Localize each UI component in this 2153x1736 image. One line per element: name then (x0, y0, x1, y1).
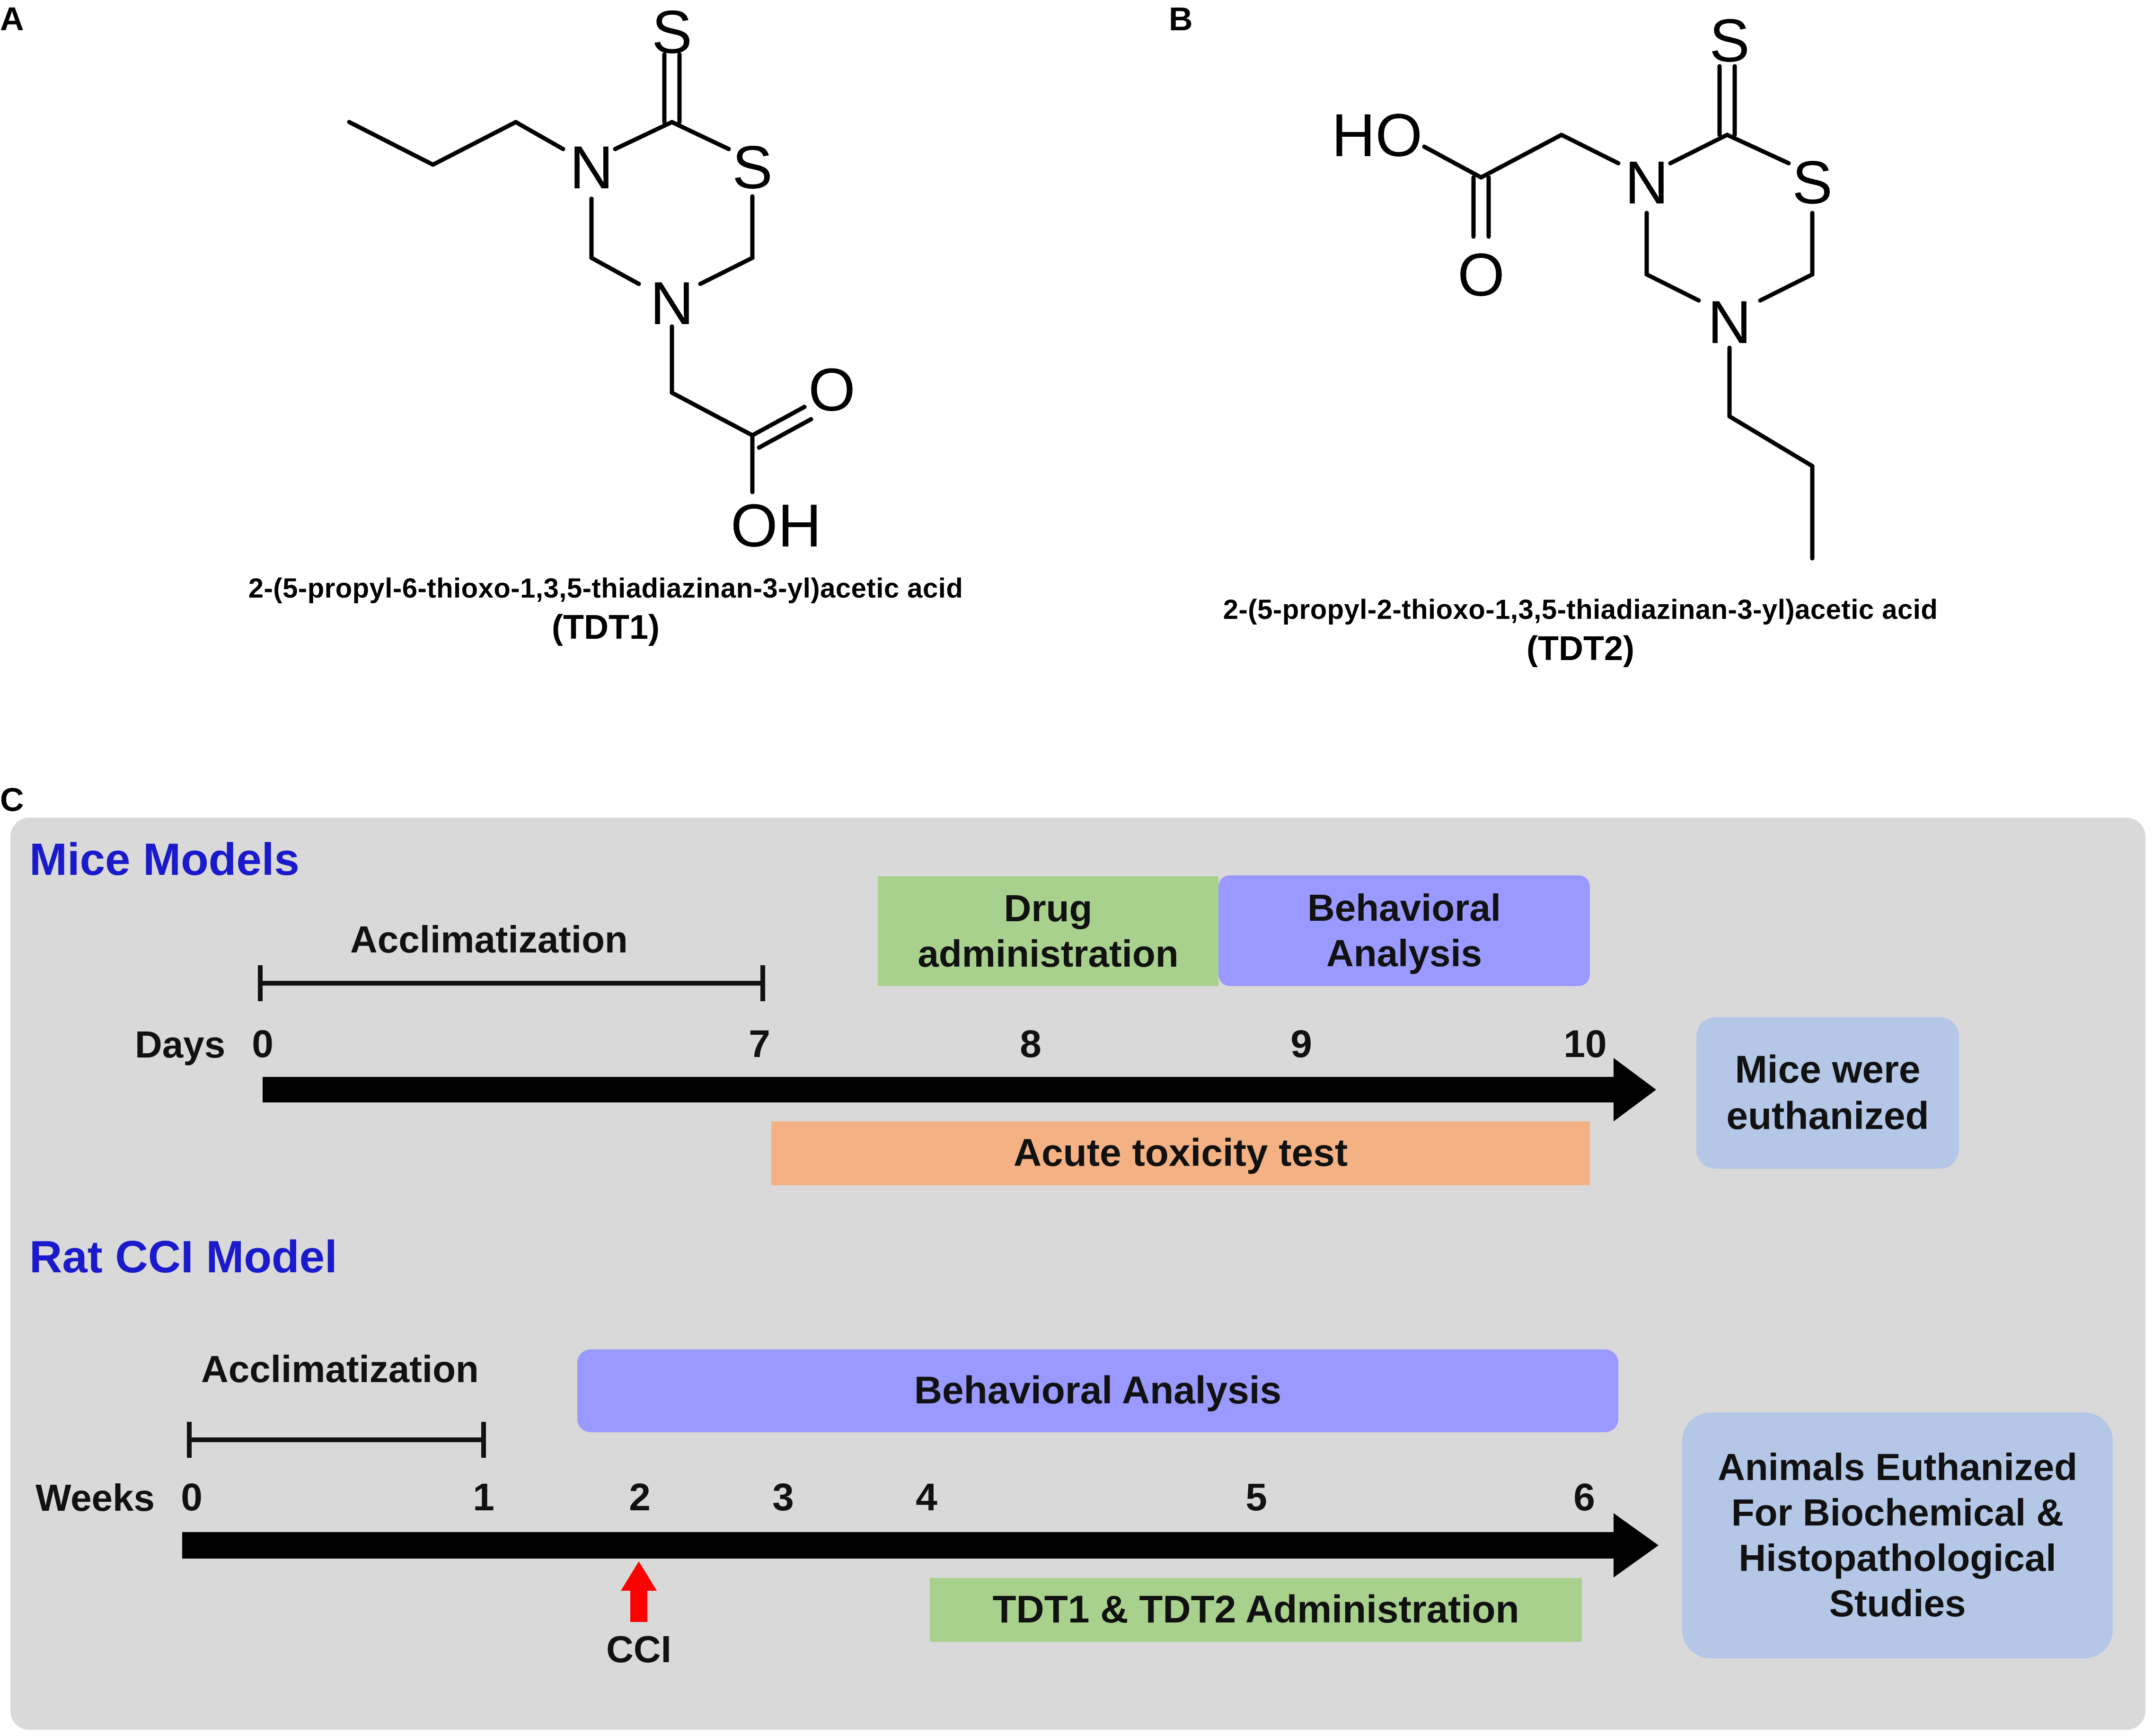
rat-behavioral-analysis-box: Behavioral Analysis (577, 1349, 1618, 1432)
tdt2-thione-s: S (1709, 7, 1749, 75)
rat-weeks-arrow (182, 1513, 1659, 1577)
day-tick: 7 (749, 1022, 770, 1066)
panel-b-letter: B (1169, 0, 1193, 37)
week-tick: 6 (1573, 1476, 1595, 1519)
day-tick: 10 (1563, 1022, 1607, 1066)
tdt1-ring-n2: N (650, 270, 694, 337)
tdt1-caption: 2-(5-propyl-6-thioxo-1,3,5-thiadiazinan-… (208, 573, 1003, 647)
mice-behavioral-analysis-box: Behavioral Analysis (1218, 875, 1590, 986)
tdt1-hydroxyl: OH (731, 492, 821, 558)
panel-a-letter: A (0, 0, 24, 37)
acute-toxicity-test-box: Acute toxicity test (771, 1121, 1590, 1185)
day-tick: 8 (1020, 1022, 1041, 1066)
tdt2-hydroxyl: HO (1332, 102, 1422, 169)
rat-axis-label: Weeks (35, 1477, 155, 1519)
rat-acclimatization-label: Acclimatization (201, 1348, 479, 1390)
day-tick: 9 (1290, 1022, 1312, 1066)
tdt2-carbonyl-o: O (1457, 241, 1505, 309)
day-tick: 0 (252, 1022, 274, 1066)
mice-days-arrow (263, 1058, 1656, 1121)
tdt2-ring-n2: N (1708, 289, 1751, 356)
mice-models-title: Mice Models (29, 834, 300, 885)
tdt2-ring-s: S (1792, 149, 1832, 217)
cci-arrow-icon (621, 1561, 657, 1622)
tdt-administration-box: TDT1 & TDT2 Administration (930, 1578, 1582, 1642)
tdt1-structure: S N S N O OH (347, 0, 856, 558)
cci-label: CCI (606, 1628, 671, 1670)
week-tick: 5 (1245, 1476, 1267, 1519)
tdt1-thione-s: S (652, 0, 692, 66)
tdt1-carbonyl-o: O (808, 356, 856, 424)
mice-acclimatization-bracket (258, 965, 765, 1001)
week-tick: 1 (473, 1476, 494, 1519)
tdt2-iupac-name: 2-(5-propyl-2-thioxo-1,3,5-thiadiazinan-… (1223, 594, 1938, 625)
week-tick: 3 (772, 1476, 794, 1519)
mice-axis-label: Days (135, 1023, 226, 1066)
mice-acclimatization-label: Acclimatization (350, 918, 628, 961)
tdt1-code: (TDT1) (552, 608, 660, 646)
animals-euthanized-box: Animals Euthanized For Biochemical & His… (1682, 1412, 2113, 1658)
mice-drug-administration-box: Drug administration (878, 876, 1218, 986)
tdt1-ring-s: S (732, 134, 772, 202)
week-tick: 2 (629, 1476, 651, 1519)
tdt2-caption: 2-(5-propyl-2-thioxo-1,3,5-thiadiazinan-… (1183, 594, 1978, 668)
tdt2-code: (TDT2) (1527, 630, 1634, 668)
tdt1-ring-n1: N (570, 134, 613, 202)
rat-acclimatization-bracket (187, 1422, 486, 1458)
week-tick: 4 (916, 1476, 937, 1519)
rat-cci-model-title: Rat CCI Model (29, 1232, 337, 1282)
mice-euthanized-box: Mice were euthanized (1696, 1017, 1959, 1169)
tdt2-ring-n1: N (1625, 149, 1668, 217)
panel-c-letter: C (0, 781, 24, 818)
tdt1-iupac-name: 2-(5-propyl-6-thioxo-1,3,5-thiadiazinan-… (248, 573, 963, 604)
week-tick: 0 (181, 1476, 203, 1519)
tdt2-structure: S HO N S O N (1332, 7, 1833, 561)
